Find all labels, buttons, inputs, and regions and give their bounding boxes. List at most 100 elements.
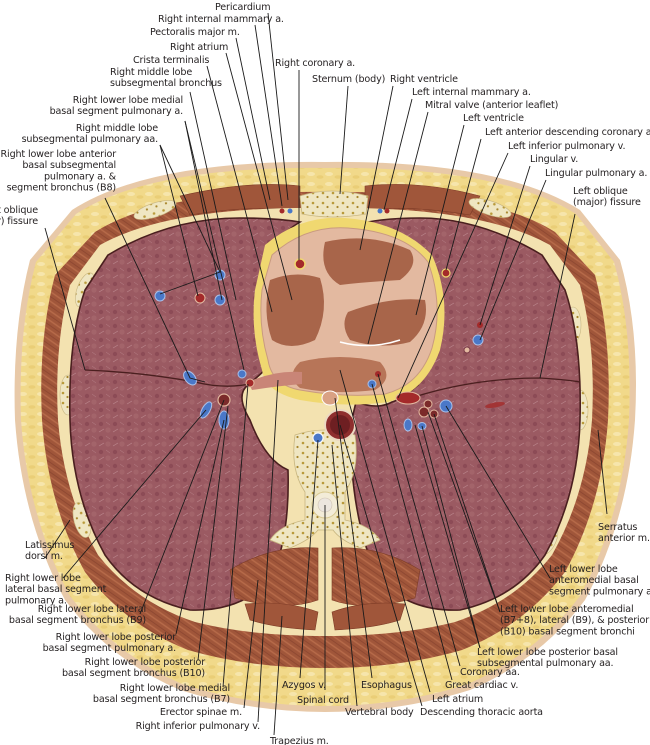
leader-line-pericardium (267, 12, 289, 201)
label-line: Serratus (598, 522, 637, 533)
label-line: anterior m. (598, 533, 650, 544)
leader-line-right-internal-mammary-a (254, 24, 283, 207)
label-lingular-pulmonary-a: Lingular pulmonary a. (545, 168, 647, 179)
leader-line-right-lower-lobe-medial-basal-segment-bronchus-b7 (222, 383, 249, 688)
leader-line-azygos-v (299, 439, 319, 679)
leader-line-right-ventricle (359, 85, 394, 251)
sternum (299, 190, 369, 218)
label-trapezius-m: Trapezius m. (269, 736, 329, 745)
label-pericardium: Pericardium (215, 2, 270, 13)
label-line: Latissimus (25, 540, 74, 551)
label-line: Right lower lobe lateral (38, 604, 146, 615)
leader-line-right-lower-lobe-medial-basal-segment-pulmonary-a-branch (184, 120, 223, 301)
label-line: Left lower lobe (549, 564, 618, 575)
label-line: basal subsegmental (22, 160, 116, 171)
label-vertebral-body: Vertebral body (345, 707, 414, 718)
leader-line-latissimus-dorsi-m (44, 519, 71, 559)
label-crista-terminalis: Crista terminalis (133, 55, 209, 66)
leader-line-right-atrium (225, 52, 293, 301)
leader-line-right-middle-lobe-subsegmental-bronchus (189, 91, 237, 301)
label-line: Right lower lobe anterior (1, 149, 117, 160)
label-descending-thoracic-aorta: Descending thoracic aorta (420, 707, 543, 718)
leader-line-left-lower-lobe-basal-segment-bronchi-branch (433, 413, 501, 613)
leader-line-trapezius-m (273, 615, 283, 736)
label-line: Left ventricle (463, 113, 524, 124)
trapezius-right (244, 602, 319, 631)
leader-line-left-lower-lobe-basal-segment-bronchi (427, 411, 501, 613)
leader-line-sternum-body (339, 85, 349, 195)
right-ventricle-chamber (323, 238, 414, 285)
esophagus-shape (321, 390, 339, 406)
label-right-oblique-fissure: Right oblique(major) fissure (0, 205, 38, 227)
label-line: Great cardiac v. (445, 680, 518, 691)
label-line: segment bronchus (B8) (7, 183, 116, 194)
label-line: Coronary aa. (460, 667, 520, 678)
left-oblique-fissure-line (404, 377, 581, 401)
label-line: Right ventricle (390, 74, 458, 85)
label-line: Lingular v. (530, 154, 578, 165)
leader-line-right-lower-lobe-anterior-basal-b8 (104, 197, 206, 383)
leader-line-right-lower-lobe-posterior-basal-segment-bronchus-b10 (197, 405, 229, 661)
left-ventricle-chamber (344, 299, 426, 346)
label-right-inferior-pulmonary-v: Right inferior pulmonary v. (136, 721, 261, 732)
right-inferior-pulmonary-vein-shape (248, 371, 302, 390)
label-line: Right lower lobe (5, 573, 81, 584)
leader-line-serratus-anterior-m (597, 429, 608, 515)
label-right-atrium: Right atrium (170, 42, 228, 53)
label-line: Right middle lobe (110, 67, 192, 78)
label-line: Right lower lobe posterior (85, 657, 206, 668)
leader-line-pectoralis-major-m (235, 37, 271, 201)
leader-line-lingular-v (479, 165, 531, 326)
label-esophagus: Esophagus (361, 680, 412, 691)
label-line: basal segment bronchus (B10) (62, 668, 205, 679)
leader-line-crista-terminalis (206, 65, 273, 313)
label-line: Spinal cord (297, 695, 349, 706)
leader-line-left-lower-lobe-posterior-basal-subsegmental-pulmonary-aa-branch (421, 425, 481, 649)
leader-line-right-oblique-fissure (44, 227, 86, 371)
label-spinal-cord: Spinal cord (297, 695, 349, 706)
label-line: Right lower lobe medial (120, 683, 230, 694)
label-line: segment pulmonary a. (549, 586, 650, 597)
label-line: Descending thoracic aorta (420, 707, 543, 718)
label-sternum-body: Sternum (body) (312, 74, 385, 85)
label-line: Right middle lobe (76, 123, 158, 134)
label-line: pulmonary a. & (44, 171, 117, 182)
leader-line-left-internal-mammary-a (383, 98, 413, 211)
label-right-coronary-a: Right coronary a. (275, 58, 355, 69)
leader-line-left-ventricle (415, 124, 465, 316)
label-line: subsegmental bronchus (110, 78, 222, 89)
label-line: basal segment pulmonary a. (43, 643, 177, 654)
label-line: Sternum (body) (312, 74, 385, 85)
leader-line-erector-spinae-m (243, 579, 259, 709)
label-line: basal segment bronchus (B7) (93, 694, 230, 705)
leader-line-great-cardiac-v (371, 383, 453, 681)
label-line: Pectoralis major m. (150, 27, 240, 38)
label-erector-spinae-m: Erector spinae m. (160, 707, 242, 718)
leader-line-right-inferior-pulmonary-v (257, 379, 279, 723)
leader-line-left-lower-lobe-anteromedial-basal-segment-pulmonary-a (445, 405, 551, 579)
label-line: lateral basal segment (5, 584, 107, 595)
leader-line-lingular-pulmonary-a (479, 179, 547, 341)
mitral-valve-leaflet (339, 339, 401, 347)
label-line: Right internal mammary a. (158, 14, 284, 25)
label-left-ventricle: Left ventricle (463, 113, 524, 124)
label-line: basal segment bronchus (B9) (9, 615, 146, 626)
label-line: pulmonary a. (5, 595, 67, 606)
label-line: Right oblique (0, 205, 38, 216)
label-line: Azygos v. (282, 680, 326, 691)
left-atrium-chamber (292, 357, 387, 393)
leader-line-mitral-valve (367, 111, 429, 345)
label-line: (B10) basal segment bronchi (500, 626, 635, 637)
label-line: Left internal mammary a. (412, 87, 531, 98)
label-line: Trapezius m. (269, 736, 329, 745)
label-line: Left oblique (573, 186, 628, 197)
